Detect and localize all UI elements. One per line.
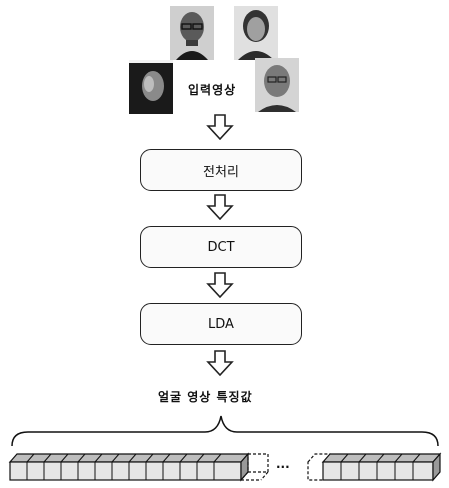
input-image-label: 입력영상 (188, 83, 237, 97)
face-image-4 (255, 58, 299, 112)
stage-dct-box: DCT (140, 226, 302, 268)
stage-lda-box: LDA (140, 303, 302, 345)
stage-preprocess-box: 전처리 (140, 149, 302, 191)
stage-dct-label: DCT (207, 239, 235, 255)
face-image-1 (170, 6, 214, 60)
arrow-down-icon (205, 194, 235, 220)
arrow-down-icon (205, 114, 235, 140)
feature-vector-label: 얼굴 영상 특징값 (158, 390, 253, 404)
arrow-down-icon (205, 350, 235, 376)
face-image-3 (129, 60, 173, 114)
arrow-down-icon (205, 272, 235, 298)
face-image-2 (234, 6, 278, 60)
feature-vector (8, 448, 444, 484)
stage-lda-label: LDA (208, 316, 234, 332)
vector-ellipsis: ··· (276, 460, 290, 474)
curly-brace-icon (10, 414, 440, 448)
stage-preprocess-label: 전처리 (203, 164, 239, 180)
